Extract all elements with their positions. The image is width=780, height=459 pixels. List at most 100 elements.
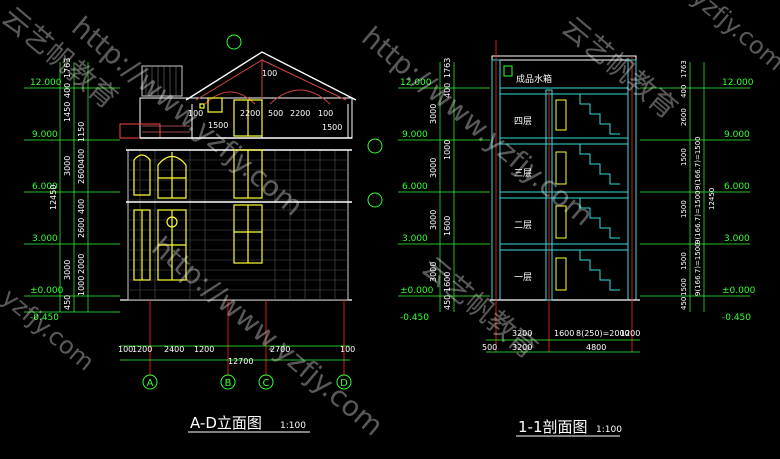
elevation-left-dims: 1763 400 1450 1150 400 2600 3000 400 260… <box>49 58 86 310</box>
dim-3000: 3000 <box>63 156 72 176</box>
sec-bottom2-dim-3200: 3200 <box>512 343 532 352</box>
elevation-title-text: A-D立面图 <box>190 414 262 432</box>
dim-1150: 1150 <box>77 122 86 142</box>
dim-400b: 400 <box>77 149 86 164</box>
watermark-cn-3: 云艺帆教育 <box>416 250 544 365</box>
axis-marker-c <box>258 374 274 390</box>
section-dim-lines <box>398 62 750 353</box>
section-floor-labels: 成品水箱 四层 三层 二层 一层 <box>514 73 552 283</box>
level-6000: 6.000 <box>32 182 58 192</box>
dim-400c: 400 <box>77 199 86 214</box>
dim-1000: 1000 <box>77 276 86 296</box>
sec-left-dim-1000: 1000 <box>443 140 452 160</box>
section-levels-right: 12.000 9.000 6.000 3.000 ±0.000 -0.450 <box>722 78 756 323</box>
sec-right-dim-flight-2: 9(166.7)=1500 <box>694 190 702 244</box>
dim-3000b: 3000 <box>63 260 72 280</box>
section-levels-left: 12.000 9.000 6.000 3.000 ±0.000 -0.450 <box>400 78 434 323</box>
section-bottom-dims: 3200 1600 8(250)=2000 1200 500 3200 4800 <box>482 329 640 352</box>
section-axis-lines <box>495 40 633 352</box>
sec-bottom2-dim-500: 500 <box>482 343 497 352</box>
sec-right-dim-1500c: 1500 <box>680 252 688 270</box>
sec-left-dim-3000d: 3000 <box>429 262 438 282</box>
bottom-dim-2400: 2400 <box>164 345 184 354</box>
axis-marker-d <box>336 374 352 390</box>
sec-right-dim-450: 450 <box>680 297 688 310</box>
room-label-tank: 成品水箱 <box>516 73 552 85</box>
bottom-dim-100b: 100 <box>340 345 355 354</box>
axis-marker-right-2 <box>367 192 383 208</box>
elevation-title-scale: 1:100 <box>280 421 306 431</box>
elevation-bottom-dims: 100 1200 2400 1200 2700 100 12700 <box>118 345 355 366</box>
axis-marker-a <box>142 374 158 390</box>
sec-bottom-dim-1200: 1200 <box>620 329 640 338</box>
floor-label-2: 二层 <box>514 220 532 231</box>
sec-bottom-dim-stair: 8(250)=2000 <box>576 329 630 338</box>
sec-left-dim-3000c: 3000 <box>429 210 438 230</box>
sec-bottom2-dim-4800: 4800 <box>586 343 606 352</box>
dim-450: 450 <box>63 295 72 310</box>
floor-label-3: 三层 <box>514 168 532 179</box>
section-level-right-6000: 6.000 <box>724 182 750 192</box>
sec-bottom-dim-1600: 1600 <box>554 329 574 338</box>
axis-label-d: D <box>340 378 348 389</box>
section-right-dims: 1763 400 2600 1500 9(166.7)=1500 1500 9(… <box>680 60 716 310</box>
level-12000: 12.000 <box>30 78 62 88</box>
sec-right-dim-1763: 1763 <box>680 60 688 78</box>
roof-dim-1500b: 1500 <box>322 123 342 132</box>
dim-1450: 1450 <box>63 102 72 122</box>
sec-right-overall-12450: 12450 <box>708 188 716 210</box>
watermark-url-2: http://www.yzfjy.com <box>356 20 600 232</box>
section-level-right-0000: ±0.000 <box>722 286 756 296</box>
sec-right-dim-flight-3: 9(166.7)=1500 <box>694 136 702 190</box>
level-0000: ±0.000 <box>30 286 64 296</box>
elevation-roof-dims: 100 100 2200 500 2200 100 1500 1500 <box>188 69 342 132</box>
sec-right-dim-flight-1: 9(166.7)=1500 <box>694 242 702 296</box>
floor-label-1: 一层 <box>514 272 532 283</box>
dim-2600: 2600 <box>77 164 86 184</box>
section-drawing: 成品水箱 四层 三层 二层 一层 <box>398 40 756 437</box>
sec-left-dim-1763: 1763 <box>443 58 452 78</box>
sec-right-dim-1500d: 1500 <box>680 278 688 296</box>
section-title-text: 1-1剖面图 <box>518 418 588 436</box>
bottom-dim-1200b: 1200 <box>194 345 214 354</box>
section-level-left-0000: ±0.000 <box>400 286 434 296</box>
elevation-title: A-D立面图 1:100 <box>188 414 310 433</box>
sec-left-dim-450: 450 <box>443 295 452 310</box>
level-minus-450: -0.450 <box>30 313 59 323</box>
axis-marker-b <box>220 374 236 390</box>
elevation-axis-lines <box>149 300 345 376</box>
sec-left-dim-1600b: 1600 <box>443 272 452 292</box>
axis-label-c: C <box>263 378 270 389</box>
section-title: 1-1剖面图 1:100 <box>516 418 622 437</box>
sec-left-dim-400: 400 <box>443 83 452 98</box>
dim-2600b: 2600 <box>77 218 86 238</box>
floor-label-4: 四层 <box>514 116 532 127</box>
roof-dim-500: 500 <box>268 109 283 118</box>
section-left-dims: 1763 400 3000 1000 3000 1600 3000 1600 3… <box>429 58 452 310</box>
sec-right-dim-1500b: 1500 <box>680 200 688 218</box>
dim-1763: 1763 <box>63 58 72 78</box>
roof-dim-2200: 2200 <box>240 109 260 118</box>
elevation-drawing: A B C D 12.000 9.00 <box>24 34 383 433</box>
roof-dim-100: 100 <box>262 69 277 78</box>
sec-left-dim-3000b: 3000 <box>429 158 438 178</box>
overall-width-12700: 12700 <box>228 357 253 366</box>
section-level-left-3000: 3.000 <box>402 234 428 244</box>
sec-right-dim-1500: 1500 <box>680 148 688 166</box>
roof-dim-100b: 100 <box>188 109 203 118</box>
section-level-left-9000: 9.000 <box>402 130 428 140</box>
sec-right-dim-2600: 2600 <box>680 108 688 126</box>
roof-dim-1500: 1500 <box>208 121 228 130</box>
roof-dim-100c: 100 <box>318 109 333 118</box>
section-level-left-12000: 12.000 <box>400 78 432 88</box>
sec-right-dim-400: 400 <box>680 85 688 98</box>
elevation-windows <box>133 97 263 281</box>
dim-2000: 2000 <box>77 254 86 274</box>
axis-marker-top <box>226 34 242 50</box>
axis-label-b: B <box>225 378 232 389</box>
bottom-dim-1200: 1200 <box>132 345 152 354</box>
bottom-dim-100: 100 <box>118 345 133 354</box>
section-level-left-minus-450: -0.450 <box>400 313 429 323</box>
roof-dim-2200b: 2200 <box>290 109 310 118</box>
